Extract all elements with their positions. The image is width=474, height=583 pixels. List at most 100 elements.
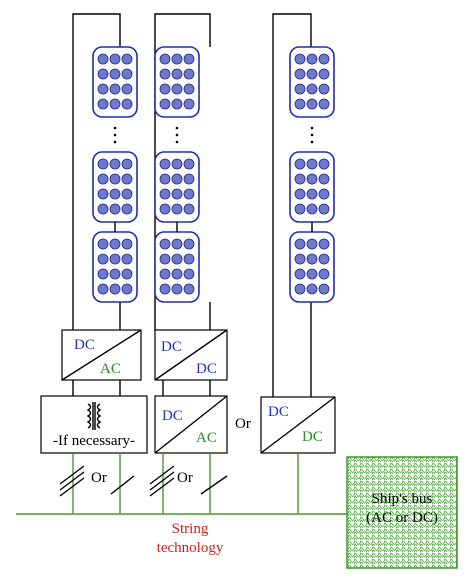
pv-cell (306, 238, 318, 250)
pv-cell (183, 68, 195, 80)
pv-cell (294, 203, 306, 215)
single-switch-symbol (110, 475, 135, 495)
pv-cell (121, 203, 133, 215)
caption-line1: String (172, 521, 209, 537)
pv-cell (109, 83, 121, 95)
pv-cell (318, 98, 330, 110)
pv-cell (159, 53, 171, 65)
pv-cell (109, 53, 121, 65)
dc-label: DC (268, 404, 289, 420)
pv-cell (183, 173, 195, 185)
pv-cell (318, 283, 330, 295)
pv-cell (306, 68, 318, 80)
pv-cell (183, 238, 195, 250)
pv-cell (97, 283, 109, 295)
converter-diagonal (154, 329, 228, 381)
pv-cell (183, 203, 195, 215)
pv-cell (121, 173, 133, 185)
pv-cell (97, 68, 109, 80)
pv-cell (159, 268, 171, 280)
or-label: Or (177, 470, 193, 486)
or-label: Or (235, 416, 251, 432)
pv-cell (171, 238, 183, 250)
switch-stroke (59, 477, 85, 497)
pv-cell (97, 158, 109, 170)
pv-cell (121, 253, 133, 265)
pv-cell (171, 83, 183, 95)
pv-cell (294, 173, 306, 185)
pv-cell (121, 188, 133, 200)
switch-stroke (59, 471, 85, 491)
pv-cell (183, 253, 195, 265)
dc-label: DC (196, 361, 217, 377)
pv-cell (318, 238, 330, 250)
pv-cell (159, 173, 171, 185)
ellipsis-dot (113, 133, 117, 137)
ellipsis-dot (113, 126, 117, 130)
pv-cell (306, 253, 318, 265)
ships-bus-label-line1: Ship's bus (372, 491, 433, 507)
pv-cell (159, 158, 171, 170)
ellipsis-dot (310, 133, 314, 137)
pv-cell (183, 83, 195, 95)
pv-cell (294, 53, 306, 65)
ac-label: AC (196, 430, 217, 446)
pv-cell (294, 158, 306, 170)
triple-switch-symbol (59, 465, 85, 497)
pv-cell (318, 173, 330, 185)
pv-cell (121, 68, 133, 80)
ellipsis-dot (175, 126, 179, 130)
caption-line2: technology (157, 540, 224, 556)
pv-cell (318, 253, 330, 265)
pv-cell (306, 83, 318, 95)
pv-cell (306, 203, 318, 215)
pv-cell (183, 188, 195, 200)
pv-cell (171, 283, 183, 295)
pv-cell (121, 268, 133, 280)
transformer-coil-right (96, 403, 102, 429)
pv-cell (171, 53, 183, 65)
pv-cell (183, 158, 195, 170)
string-3-ellipsis (310, 126, 314, 144)
pv-cell (159, 98, 171, 110)
pv-cell (171, 173, 183, 185)
pv-cell (97, 188, 109, 200)
pv-cell (171, 68, 183, 80)
pv-cell (294, 253, 306, 265)
pv-cell (109, 253, 121, 265)
string-2-ellipsis (175, 126, 179, 144)
pv-cell (97, 53, 109, 65)
converter-dc-dc: DC DC (260, 396, 336, 454)
pv-cell (294, 83, 306, 95)
pv-cell (121, 283, 133, 295)
pv-cell (109, 283, 121, 295)
pv-cell (306, 268, 318, 280)
pv-cell (306, 188, 318, 200)
pv-cell (97, 98, 109, 110)
if-necessary-label: -If necessary- (53, 433, 135, 449)
ships-bus: Ship's bus (AC or DC) (346, 456, 458, 569)
pv-cell (159, 68, 171, 80)
ellipsis-dot (175, 133, 179, 137)
pv-cell (109, 68, 121, 80)
pv-cell (159, 83, 171, 95)
pv-cell (183, 98, 195, 110)
single-switch-symbol (200, 475, 228, 495)
converter-diagonal (260, 396, 336, 454)
string-1: DC AC -If necessary- Or (40, 13, 148, 514)
string-1-ellipsis (113, 126, 117, 144)
converter-dc-dc: DC DC (154, 329, 228, 381)
inverter-diagonal (154, 395, 228, 454)
pv-cell (97, 173, 109, 185)
pv-cell (109, 268, 121, 280)
inverter-dc-ac: DC AC (61, 329, 142, 381)
pv-cell (121, 158, 133, 170)
string-1-panels (92, 46, 138, 303)
string-3: DC DC (260, 13, 336, 514)
string-3-panels (289, 46, 335, 303)
ships-bus-box (346, 456, 458, 569)
pv-cell (294, 238, 306, 250)
string-3-loop-wire (272, 13, 312, 397)
string-2-panels (154, 46, 200, 303)
dc-output-label: DC (302, 429, 323, 445)
